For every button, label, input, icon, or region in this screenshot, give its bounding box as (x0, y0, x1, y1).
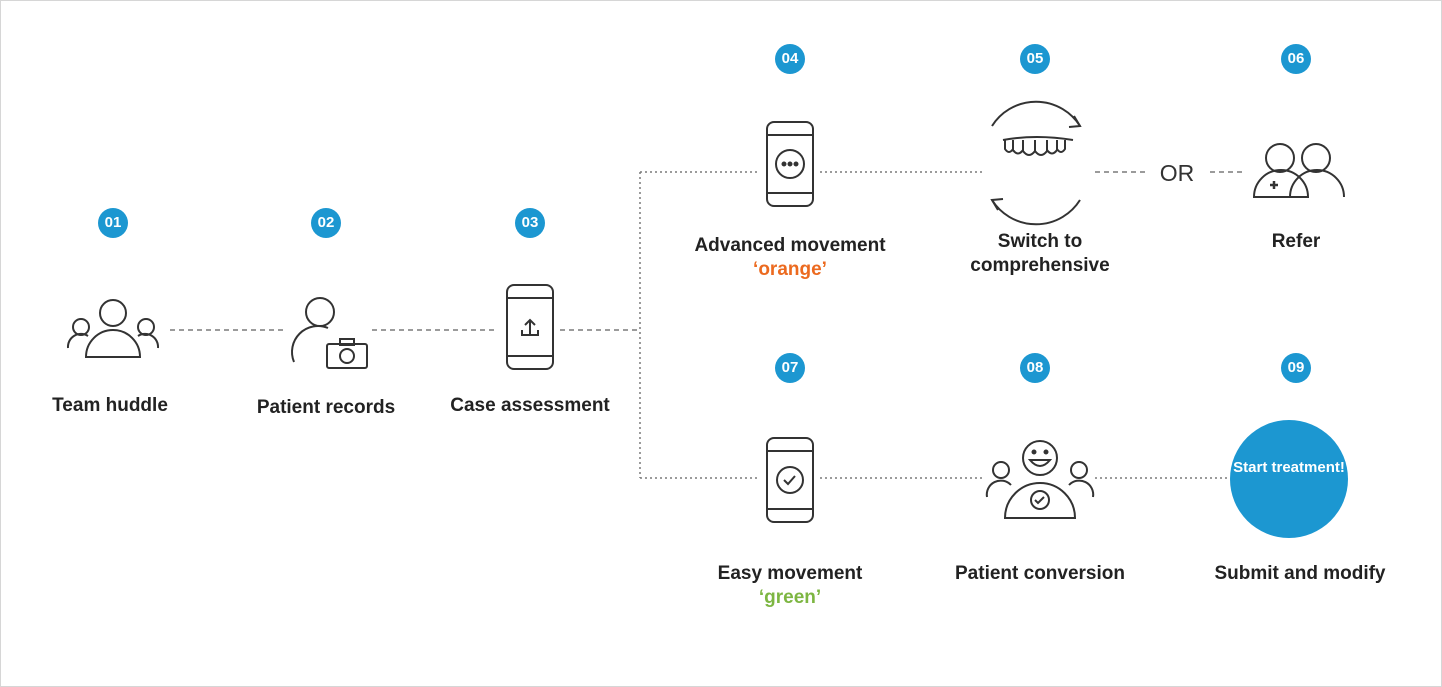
step-03-label: Case assessment (450, 395, 610, 416)
step-06-badge: 06 (1281, 44, 1311, 74)
phone-check-icon (766, 437, 814, 523)
step-01-label: Team huddle (52, 395, 168, 416)
patient-conversion-icon (985, 440, 1095, 519)
step-07-label: Easy movement ‘green’ (680, 562, 900, 610)
step-07-title: Easy movement (717, 563, 863, 584)
refer-doctor-icon (1252, 143, 1345, 198)
step-08-badge: 08 (1020, 353, 1050, 383)
person-camera-icon (291, 297, 368, 369)
step-03-badge: 03 (515, 208, 545, 238)
step-05-label: Switch to comprehensive (940, 230, 1140, 278)
step-01-badge: 01 (98, 208, 128, 238)
step-04-title: Advanced movement (694, 235, 886, 256)
step-05-title: Switch to (997, 231, 1083, 252)
step-07-color-tag: ‘green’ (758, 587, 822, 608)
team-icon (66, 299, 160, 358)
step-06-label: Refer (1271, 231, 1321, 252)
aligner-cycle-icon (990, 100, 1082, 226)
step-04-badge: 04 (775, 44, 805, 74)
step-09-label: Submit and modify (1214, 563, 1386, 584)
start-treatment-button[interactable]: Start treatment! (1230, 420, 1348, 538)
or-text: OR (1159, 160, 1195, 186)
step-08-label: Patient conversion (955, 563, 1125, 584)
phone-dots-icon (766, 121, 814, 207)
step-02-badge: 02 (311, 208, 341, 238)
step-07-badge: 07 (775, 353, 805, 383)
step-04-color-tag: ‘orange’ (753, 259, 827, 280)
step-02-label: Patient records (256, 397, 396, 418)
start-treatment-label: Start treatment! (1233, 459, 1345, 476)
step-05-badge: 05 (1020, 44, 1050, 74)
phone-upload-icon (506, 284, 554, 370)
step-04-label: Advanced movement ‘orange’ (670, 234, 910, 282)
step-05-title-line2: comprehensive (970, 255, 1110, 276)
step-09-badge: 09 (1281, 353, 1311, 383)
